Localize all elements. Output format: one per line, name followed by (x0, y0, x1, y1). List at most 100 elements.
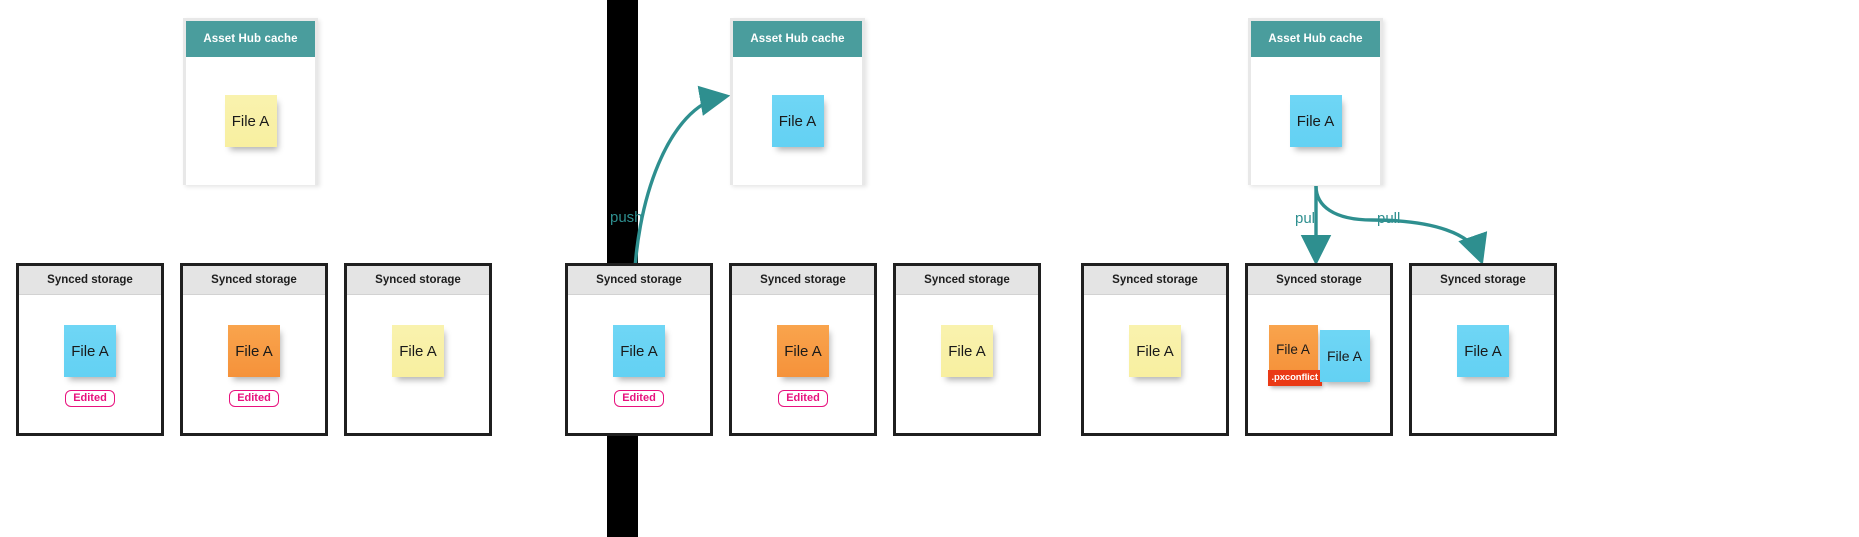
synced-storage-header: Synced storage (347, 266, 489, 295)
synced-storage-card[interactable]: Synced storage File A (344, 263, 492, 436)
asset-hub-cache-card[interactable]: Asset Hub cache File A (1248, 18, 1383, 185)
file-note-wrap: File A (771, 95, 824, 147)
file-note-wrap: File A (1319, 330, 1370, 382)
file-note-wrap: File A (64, 325, 116, 377)
synced-storage-title: Synced storage (1276, 274, 1362, 286)
synced-storage-body: File A (896, 295, 1038, 433)
synced-storage-card[interactable]: Synced storage File A Edited (180, 263, 328, 436)
file-note-yellow[interactable]: File A (392, 325, 444, 377)
file-note-label: File A (1296, 112, 1335, 130)
file-note-orange[interactable]: File A (777, 325, 829, 377)
synced-storage-title: Synced storage (596, 274, 682, 286)
asset-hub-cache-body: File A (1251, 57, 1380, 185)
file-note-orange[interactable]: File A (1268, 325, 1318, 374)
synced-storage-header: Synced storage (183, 266, 325, 295)
file-note-yellow[interactable]: File A (224, 95, 277, 147)
synced-storage-body: File A .pxconflict File A (1248, 295, 1390, 433)
badge-holder: Edited (732, 383, 874, 407)
file-note-wrap: File A (613, 325, 665, 377)
file-note-blue[interactable]: File A (1319, 330, 1370, 382)
asset-hub-cache-header: Asset Hub cache (733, 21, 862, 57)
synced-storage-body: File A Edited (19, 295, 161, 433)
file-note-yellow[interactable]: File A (941, 325, 993, 377)
file-note-blue[interactable]: File A (613, 325, 665, 377)
synced-storage-title: Synced storage (211, 274, 297, 286)
file-note-blue[interactable]: File A (1289, 95, 1342, 147)
file-note-orange[interactable]: File A (228, 325, 280, 377)
file-note-yellow[interactable]: File A (1129, 325, 1181, 377)
asset-hub-cache-body: File A (733, 57, 862, 185)
synced-storage-card[interactable]: Synced storage File A (893, 263, 1041, 436)
file-note-label: File A (231, 112, 270, 130)
synced-storage-body: File A (1084, 295, 1226, 433)
synced-storage-title: Synced storage (1440, 274, 1526, 286)
synced-storage-header: Synced storage (19, 266, 161, 295)
panel-2-push: push Asset Hub cache File A Synced stora… (565, 0, 1068, 537)
synced-storage-card[interactable]: Synced storage File A Edited (16, 263, 164, 436)
push-arrow-label: push (610, 209, 643, 226)
synced-storage-header: Synced storage (1248, 266, 1390, 295)
file-note-wrap: File A (1129, 325, 1181, 377)
panel-1-edited-locally: Asset Hub cache File A Synced storage Fi… (0, 0, 607, 537)
file-note-label: File A (1464, 342, 1502, 360)
file-note-wrap: File A (941, 325, 993, 377)
file-note-wrap: File A (224, 95, 277, 147)
file-note-label: File A (620, 342, 658, 360)
synced-storage-header: Synced storage (1084, 266, 1226, 295)
asset-hub-cache-header: Asset Hub cache (186, 21, 315, 57)
synced-storage-title: Synced storage (375, 274, 461, 286)
badge-holder: Edited (19, 383, 161, 407)
status-badge-pxconflict: .pxconflict (1267, 370, 1322, 386)
status-badge-edited: Edited (229, 390, 279, 407)
file-note-label: File A (1136, 342, 1174, 360)
synced-storage-header: Synced storage (568, 266, 710, 295)
file-note-label: File A (235, 342, 273, 360)
file-note-wrap: File A (777, 325, 829, 377)
file-note-wrap: File A (1457, 325, 1509, 377)
file-note-label: File A (71, 342, 109, 360)
file-note-label: File A (778, 112, 817, 130)
synced-storage-title: Synced storage (760, 274, 846, 286)
asset-hub-cache-title: Asset Hub cache (1268, 33, 1363, 45)
synced-storage-body: File A Edited (183, 295, 325, 433)
synced-storage-header: Synced storage (1412, 266, 1554, 295)
file-note-wrap: File A (392, 325, 444, 377)
pull-arrow-label-left: pull (1295, 210, 1319, 227)
asset-hub-cache-body: File A (186, 57, 315, 185)
status-badge-edited: Edited (65, 390, 115, 407)
synced-storage-body: File A Edited (568, 295, 710, 433)
file-note-blue[interactable]: File A (771, 95, 824, 147)
file-note-label: File A (948, 342, 986, 360)
synced-storage-title: Synced storage (924, 274, 1010, 286)
synced-storage-card[interactable]: Synced storage File A (1409, 263, 1557, 436)
synced-storage-title: Synced storage (1112, 274, 1198, 286)
synced-storage-body: File A Edited (732, 295, 874, 433)
synced-storage-card[interactable]: Synced storage File A Edited (729, 263, 877, 436)
file-note-label: File A (784, 342, 822, 360)
file-note-label: File A (1326, 348, 1362, 364)
badge-holder: Edited (568, 383, 710, 407)
synced-storage-body: File A (347, 295, 489, 433)
asset-hub-cache-header: Asset Hub cache (1251, 21, 1380, 57)
pull-arrow-label-right: pull (1377, 210, 1401, 227)
synced-storage-card[interactable]: Synced storage File A Edited (565, 263, 713, 436)
file-note-label: File A (399, 342, 437, 360)
asset-hub-cache-title: Asset Hub cache (203, 33, 298, 45)
panel-3-pull: Asset Hub cache File A pull (1068, 0, 1859, 537)
file-note-blue[interactable]: File A (64, 325, 116, 377)
asset-hub-cache-card[interactable]: Asset Hub cache File A (183, 18, 318, 185)
file-note-wrap: File A (1289, 95, 1342, 147)
synced-storage-header: Synced storage (896, 266, 1038, 295)
badge-holder: Edited (183, 383, 325, 407)
asset-hub-cache-title: Asset Hub cache (750, 33, 845, 45)
status-badge-edited: Edited (614, 390, 664, 407)
synced-storage-card[interactable]: Synced storage File A .pxconflict File A (1245, 263, 1393, 436)
asset-hub-cache-card[interactable]: Asset Hub cache File A (730, 18, 865, 185)
status-badge-edited: Edited (778, 390, 828, 407)
synced-storage-body: File A (1412, 295, 1554, 433)
file-note-blue[interactable]: File A (1457, 325, 1509, 377)
synced-storage-header: Synced storage (732, 266, 874, 295)
file-note-wrap-conflict: File A .pxconflict (1267, 325, 1322, 386)
synced-storage-card[interactable]: Synced storage File A (1081, 263, 1229, 436)
